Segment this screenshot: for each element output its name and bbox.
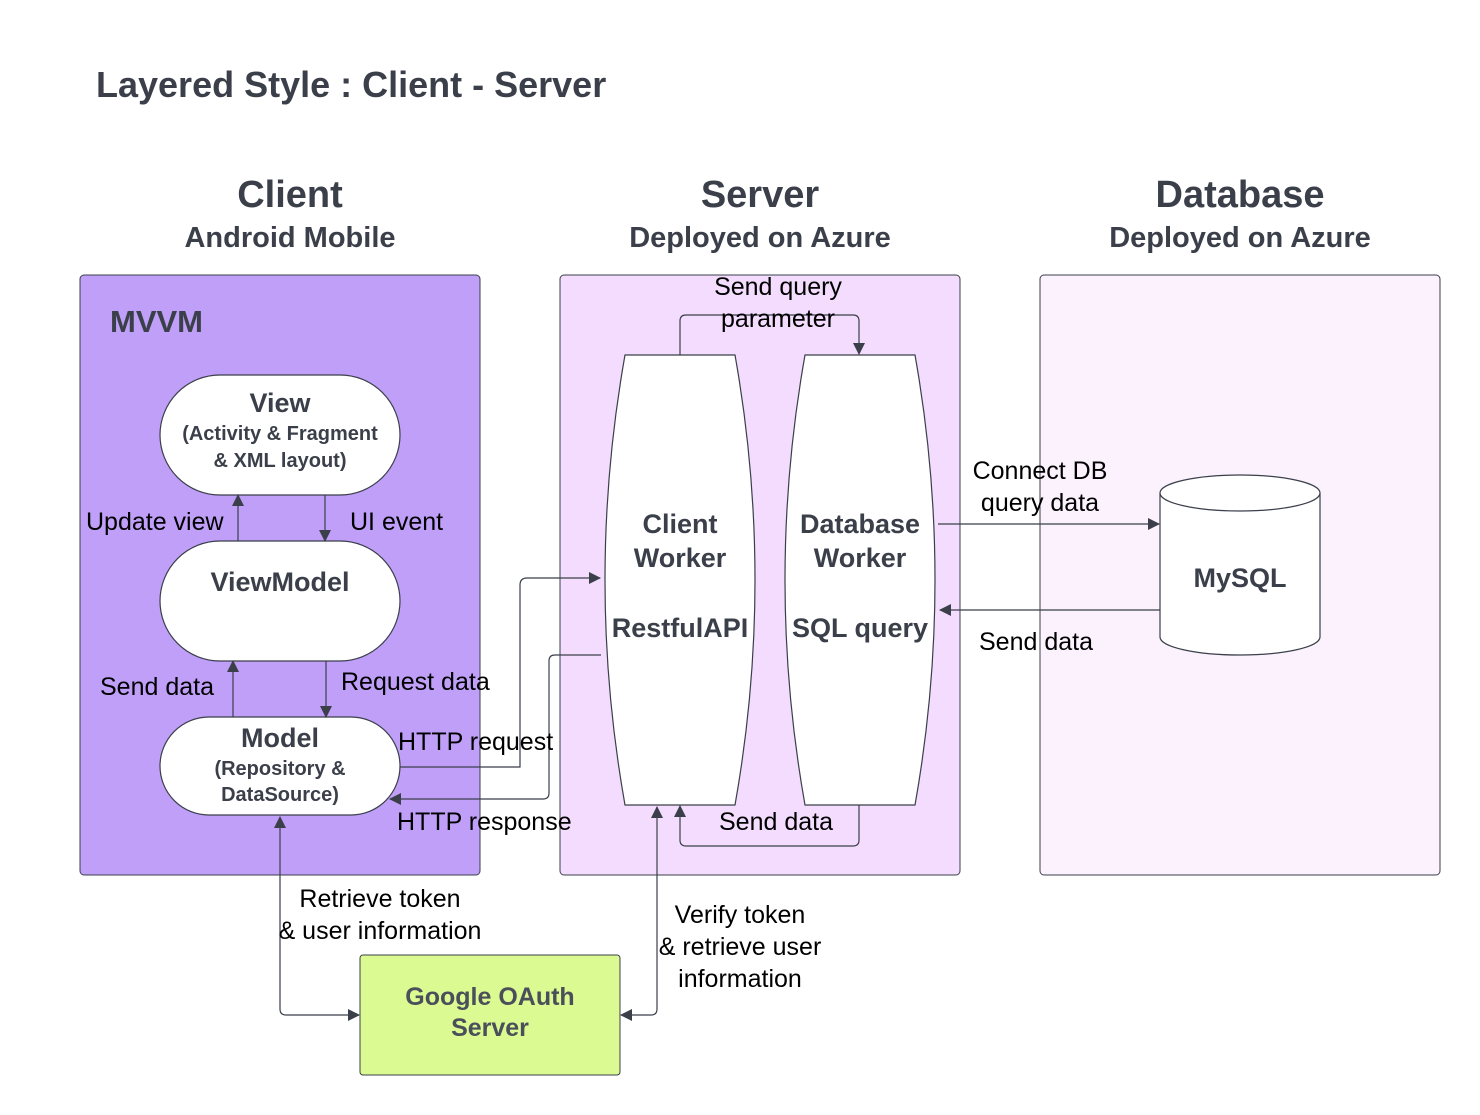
server-tier-title: Server <box>700 174 820 216</box>
label-verify-token-1: Verify token <box>674 901 806 929</box>
view-title: View <box>249 388 311 418</box>
label-retrieve-token-2: & user information <box>278 917 482 945</box>
model-line2: DataSource) <box>221 784 339 806</box>
edge-send-data-workers <box>674 805 860 847</box>
edge-retrieve-token <box>274 816 360 1021</box>
client-tier-subtitle: Android Mobile <box>184 222 396 254</box>
database-tier-title: Database <box>1155 174 1325 216</box>
label-verify-token-2: & retrieve user <box>658 933 822 961</box>
google-oauth-line2: Server <box>451 1014 529 1042</box>
viewmodel-node <box>159 540 401 662</box>
label-send-data-model: Send data <box>100 673 214 701</box>
model-node <box>159 716 401 816</box>
label-verify-token-3: information <box>678 965 802 993</box>
client-worker-line1: Client <box>642 509 718 539</box>
mvvm-label: MVVM <box>110 304 203 339</box>
model-line1: (Repository & <box>214 758 346 780</box>
label-send-query-2: parameter <box>721 305 835 333</box>
label-connect-db-1: Connect DB <box>972 457 1108 485</box>
mysql-cylinder-top <box>1159 474 1321 512</box>
view-line2: & XML layout) <box>213 450 347 472</box>
database-worker-line1: Database <box>799 509 921 539</box>
edge-send-query <box>679 314 865 355</box>
view-node <box>159 374 401 496</box>
database-worker-line3: SQL query <box>791 613 929 643</box>
database-worker-node <box>784 354 936 806</box>
client-tier-title: Client <box>237 174 343 216</box>
label-request-data: Request data <box>341 668 490 696</box>
edge-verify-token <box>620 806 663 1021</box>
label-http-response: HTTP response <box>397 808 572 836</box>
page-title: Layered Style : Client - Server <box>96 64 607 105</box>
mysql-cylinder-body <box>1159 493 1321 656</box>
label-send-data-db: Send data <box>979 628 1093 656</box>
model-title: Model <box>241 723 319 753</box>
label-ui-event: UI event <box>350 508 444 536</box>
label-send-query-1: Send query <box>714 273 842 301</box>
mysql-title: MySQL <box>1193 563 1287 593</box>
server-tier-subtitle: Deployed on Azure <box>629 222 891 254</box>
database-worker-line2: Worker <box>813 543 907 573</box>
viewmodel-title: ViewModel <box>210 567 350 597</box>
label-http-request: HTTP request <box>398 728 554 756</box>
google-oauth-line1: Google OAuth <box>405 983 575 1011</box>
edge-http-request <box>400 572 601 768</box>
label-send-data-workers: Send data <box>719 808 833 836</box>
edge-http-response <box>389 654 601 805</box>
database-tier-subtitle: Deployed on Azure <box>1109 222 1371 254</box>
label-update-view: Update view <box>86 508 224 536</box>
client-worker-line3: RestfulAPI <box>611 613 749 643</box>
view-line1: (Activity & Fragment <box>182 423 378 445</box>
label-retrieve-token-1: Retrieve token <box>299 885 461 913</box>
label-connect-db-2: query data <box>980 489 1100 517</box>
client-worker-node <box>604 354 756 806</box>
client-worker-line2: Worker <box>633 543 727 573</box>
